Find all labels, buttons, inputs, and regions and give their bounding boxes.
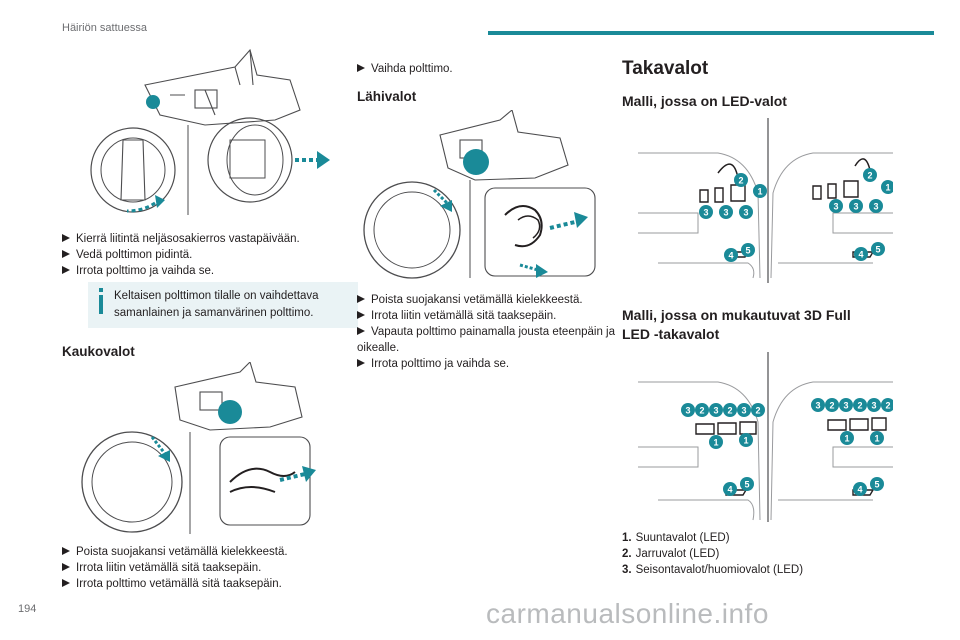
section-title-high-beam: Kaukovalot — [62, 344, 135, 359]
arrow-bullet-icon — [62, 547, 70, 555]
badge-group-led-left-low: 4 5 — [724, 243, 755, 262]
badge-label: 3 — [871, 401, 876, 411]
badge-label: 2 — [699, 406, 704, 416]
step-item: Vaihda polttimo. — [357, 61, 627, 77]
badge-group-full-right-low: 4 5 — [853, 477, 884, 496]
legend-item: 1.Suuntavalot (LED) — [622, 532, 730, 544]
steps-block-1: Kierrä liitintä neljäsosakierros vastapä… — [62, 231, 338, 279]
subsection-title-line: LED -takavalot — [622, 326, 720, 342]
step-item: Poista suojakansi vetämällä kielekkeestä… — [62, 544, 338, 560]
badge-group-led-right-low: 4 5 — [854, 242, 885, 261]
badge-group-led-right-top: 2 1 — [863, 168, 893, 194]
badge-label: 1 — [885, 183, 890, 193]
badge-label: 1 — [743, 436, 748, 446]
step-item: Irrota liitin vetämällä sitä taaksepäin. — [62, 560, 338, 576]
header-title: Häiriön sattuessa — [62, 22, 147, 34]
rear-full-led-illustration: 3 2 3 2 3 2 1 1 4 5 3 2 3 2 3 2 — [638, 352, 893, 522]
legend-item: 3.Seisontavalot/huomiovalot (LED) — [622, 564, 804, 576]
badge-label: 3 — [853, 202, 858, 212]
badge-group-full-left-mid: 1 1 — [709, 433, 753, 449]
badge-label: 3 — [741, 406, 746, 416]
badge-label: 2 — [867, 171, 872, 181]
arrow-bullet-icon — [357, 64, 365, 72]
badge-label: 2 — [755, 406, 760, 416]
step-item: Irrota liitin vetämällä sitä taaksepäin. — [357, 308, 627, 324]
badge-group-led-left-mid: 3 3 3 — [699, 205, 753, 219]
badge-label: 4 — [858, 250, 863, 260]
step-item: Vedä polttimon pidintä. — [62, 247, 338, 263]
badge-label: 4 — [727, 485, 732, 495]
badge-label: 2 — [829, 401, 834, 411]
arrow-bullet-icon — [62, 563, 70, 571]
rear-led-illustration: 2 1 3 3 3 4 5 2 1 3 3 3 4 — [638, 118, 893, 283]
badge-group-full-left-low: 4 5 — [723, 477, 754, 496]
page-number: 194 — [18, 603, 37, 615]
badge-label: 1 — [757, 187, 762, 197]
badge-label: 3 — [815, 401, 820, 411]
arrow-bullet-icon — [62, 250, 70, 258]
badge-label: 3 — [685, 406, 690, 416]
badge-label: 3 — [833, 202, 838, 212]
badge-label: 2 — [727, 406, 732, 416]
step-item: Irrota polttimo vetämällä sitä taaksepäi… — [62, 576, 338, 592]
legend-list: 1.Suuntavalot (LED) 2.Jarruvalot (LED) 3… — [622, 530, 912, 578]
watermark: carmanualsonline.info — [486, 598, 769, 629]
step-item: Irrota polttimo ja vaihda se. — [62, 263, 338, 279]
badge-label: 2 — [738, 176, 743, 186]
subsection-title-full-led: Malli, jossa on mukautuvat 3D Full LED -… — [622, 306, 851, 344]
badge-group-full-right-top: 3 2 3 2 3 2 — [811, 398, 893, 412]
high-beam-illustration — [80, 362, 335, 537]
arrow-bullet-icon — [62, 266, 70, 274]
badge-label: 3 — [713, 406, 718, 416]
badge-group-full-left-top: 3 2 3 2 3 2 — [681, 403, 765, 417]
badge-label: 1 — [713, 438, 718, 448]
badge-label: 5 — [874, 480, 879, 490]
badge-label: 4 — [728, 251, 733, 261]
badge-group-led-left-top: 2 1 — [734, 173, 767, 198]
step-top: Vaihda polttimo. — [357, 61, 627, 77]
badge-label: 3 — [843, 401, 848, 411]
steps-block-low-beam: Poista suojakansi vetämällä kielekkeestä… — [357, 292, 627, 372]
subsection-title-led: Malli, jossa on LED-valot — [622, 93, 787, 109]
info-text: Keltaisen polttimon tilalle on vaihdetta… — [114, 290, 319, 319]
step-item: Poista suojakansi vetämällä kielekkeestä… — [357, 292, 627, 308]
step-item: Kierrä liitintä neljäsosakierros vastapä… — [62, 231, 338, 247]
arrow-bullet-icon — [357, 359, 365, 367]
badge-label: 3 — [743, 208, 748, 218]
badge-label: 5 — [745, 246, 750, 256]
badge-label: 3 — [703, 208, 708, 218]
low-beam-illustration — [360, 110, 610, 280]
header-accent-bar — [488, 31, 934, 35]
section-title-rear-lights: Takavalot — [622, 58, 709, 79]
step-item: Irrota polttimo ja vaihda se. — [357, 356, 627, 372]
badge-label: 5 — [744, 480, 749, 490]
subsection-title-line: Malli, jossa on mukautuvat 3D Full — [622, 307, 851, 323]
legend-item: 2.Jarruvalot (LED) — [622, 548, 720, 560]
badge-label: 5 — [875, 245, 880, 255]
badge-group-full-right-mid: 1 1 — [840, 431, 884, 445]
arrow-bullet-icon — [62, 234, 70, 242]
badge-label: 1 — [844, 434, 849, 444]
arrow-bullet-icon — [62, 579, 70, 587]
info-box: Keltaisen polttimon tilalle on vaihdetta… — [88, 282, 358, 328]
section-title-low-beam: Lähivalot — [357, 89, 417, 104]
info-icon — [99, 288, 103, 314]
badge-label: 1 — [874, 434, 879, 444]
bulb-connector-illustration — [85, 45, 335, 220]
arrow-bullet-icon — [357, 295, 365, 303]
step-item: Vapauta polttimo painamalla jousta eteen… — [357, 326, 616, 354]
badge-group-led-right-mid: 3 3 3 — [829, 199, 883, 213]
arrow-bullet-icon — [357, 327, 365, 335]
arrow-bullet-icon — [357, 311, 365, 319]
badge-label: 2 — [885, 401, 890, 411]
steps-block-high-beam: Poista suojakansi vetämällä kielekkeestä… — [62, 544, 338, 592]
badge-label: 3 — [873, 202, 878, 212]
badge-label: 2 — [857, 401, 862, 411]
badge-label: 4 — [857, 485, 862, 495]
badge-label: 3 — [723, 208, 728, 218]
